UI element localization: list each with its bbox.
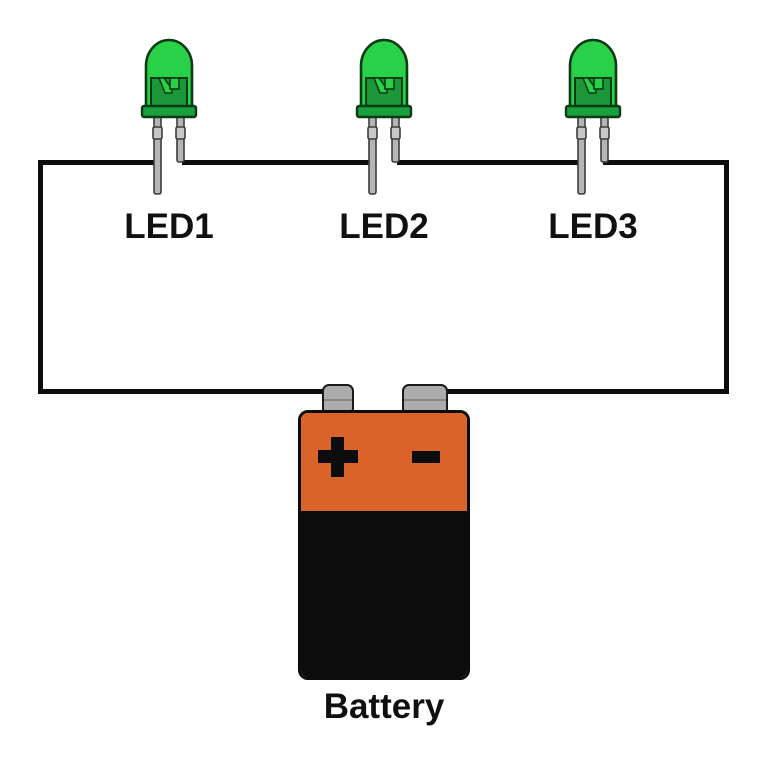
- wire-right-vertical: [724, 160, 729, 394]
- battery-label: Battery: [323, 687, 445, 726]
- led-3-label: LED3: [548, 207, 638, 246]
- wire-top-segment-2: [182, 160, 374, 165]
- led-flange: [355, 104, 413, 119]
- wire-top-segment-3: [397, 160, 583, 165]
- led-bond-wire: [157, 77, 173, 94]
- wire-left-vertical: [38, 160, 43, 394]
- led-lead-collar: [576, 126, 587, 140]
- wire-bottom-segment-left: [38, 389, 332, 394]
- battery-negative-terminal: [402, 384, 448, 412]
- led-3: [563, 32, 623, 196]
- led-1: [139, 32, 199, 196]
- battery-positive-terminal: [322, 384, 354, 412]
- wire-top-segment-1: [38, 160, 156, 165]
- led-flange: [564, 104, 622, 119]
- wire-bottom-segment-right: [438, 389, 729, 394]
- led-die-notch: [593, 77, 604, 90]
- led-die-notch: [169, 77, 180, 90]
- green-led-icon: [355, 38, 413, 195]
- wire-top-segment-4: [603, 160, 729, 165]
- led-lead-collar: [390, 126, 401, 140]
- battery-minus-symbol: [412, 451, 440, 463]
- led-bond-wire: [372, 77, 388, 94]
- led-lead-collar: [367, 126, 378, 140]
- led-die-notch: [384, 77, 395, 90]
- led-2-label: LED2: [339, 207, 429, 246]
- led-lead-collar: [152, 126, 163, 140]
- battery-bottom-section: [301, 511, 467, 677]
- green-led-icon: [564, 38, 622, 195]
- led-lead-collar: [599, 126, 610, 140]
- led-2: [354, 32, 414, 196]
- green-led-icon: [140, 38, 198, 195]
- battery-plus-symbol: [331, 437, 344, 477]
- led-bond-wire: [581, 77, 597, 94]
- led-flange: [140, 104, 198, 119]
- led-1-label: LED1: [124, 207, 214, 246]
- led-lead-collar: [175, 126, 186, 140]
